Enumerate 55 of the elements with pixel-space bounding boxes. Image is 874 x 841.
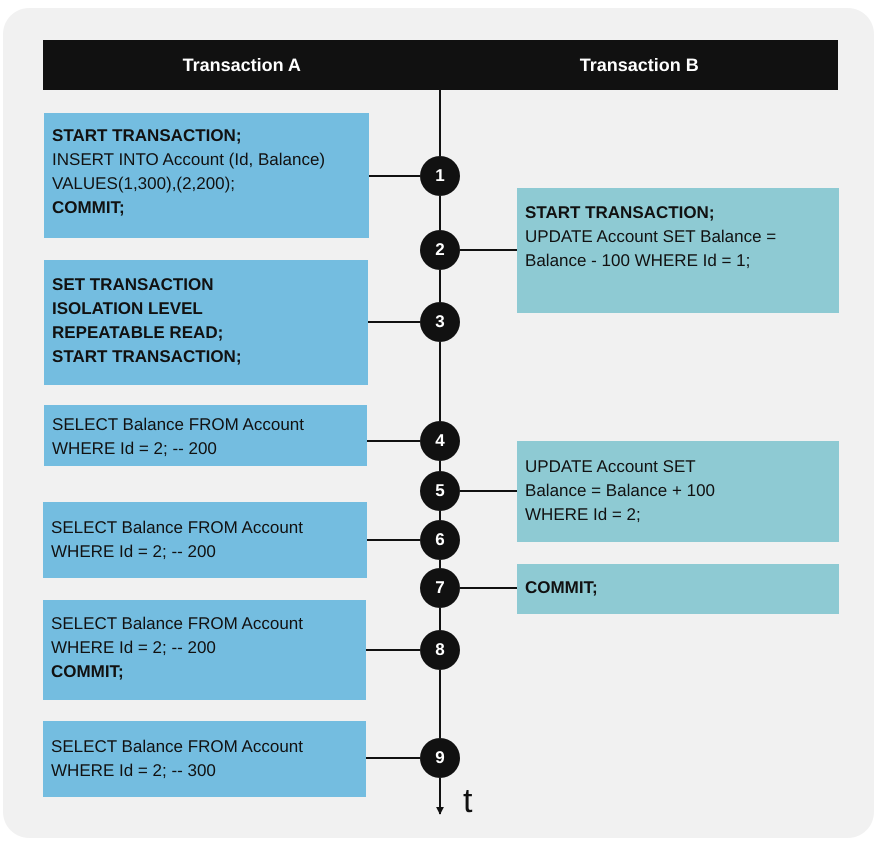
timeline-segment (439, 461, 441, 471)
connector-line (460, 249, 517, 251)
connector-line (460, 587, 517, 589)
step-number: 9 (435, 748, 445, 768)
connector-line (367, 440, 420, 442)
sql-box (517, 188, 839, 313)
connector-line (368, 321, 420, 323)
connector-line (366, 649, 420, 651)
timeline-segment (436, 778, 444, 815)
step-number: 2 (435, 240, 445, 260)
column-heading: Transaction B (578, 54, 700, 77)
connector-line (366, 757, 420, 759)
sql-box (517, 441, 839, 542)
sql-statement: SELECT Balance FROM Account WHERE Id = 2; -- 300 (51, 736, 304, 782)
step-number: 8 (435, 640, 445, 660)
step-number: 6 (435, 530, 445, 550)
step-number: 1 (435, 166, 445, 186)
sql-statement: UPDATE Account SET Balance = Balance - 100 WHERE Id = 1; (525, 226, 778, 272)
sql-statement: START TRANSACTION; (52, 346, 242, 368)
sql-statement: COMMIT; (51, 661, 125, 683)
sql-statement: SELECT Balance FROM Account WHERE Id = 2; -- 200 (51, 517, 304, 563)
timeline-segment (439, 342, 441, 421)
sql-statement: INSERT INTO Account (Id, Balance) VALUES(1,300),(2,200); (52, 149, 326, 195)
sql-statement: SET TRANSACTION ISOLATION LEVEL REPEATABLE READ; (52, 274, 224, 344)
sql-statement: START TRANSACTION; (52, 125, 242, 147)
sql-statement: SELECT Balance FROM Account WHERE Id = 2; -- 200 (52, 414, 305, 460)
sql-box (43, 600, 366, 700)
sql-box (44, 260, 368, 385)
timeline-segment (439, 560, 441, 568)
connector-line (367, 539, 420, 541)
step-number: 7 (435, 578, 445, 598)
sql-box (44, 405, 367, 466)
timeline-segment (439, 608, 441, 630)
sql-box (43, 721, 366, 797)
timeline-segment (439, 511, 441, 520)
sql-statement: SELECT Balance FROM Account WHERE Id = 2; -- 200 (51, 613, 304, 659)
timeline-segment (439, 670, 441, 738)
step-number: 3 (435, 312, 445, 332)
timeline-segment (439, 90, 441, 156)
sql-statement: COMMIT; (52, 197, 126, 219)
sql-statement: COMMIT; (525, 577, 599, 599)
connector-line (460, 490, 517, 492)
sql-box (44, 113, 369, 238)
sql-box (43, 502, 367, 578)
step-number: 5 (435, 481, 445, 501)
sql-statement: UPDATE Account SET Balance = Balance + 100 WHERE Id = 2; (525, 456, 716, 526)
sql-box (517, 564, 839, 614)
sql-statement: START TRANSACTION; (525, 202, 716, 224)
column-heading: Transaction A (182, 54, 302, 77)
connector-line (369, 175, 420, 177)
step-number: 4 (435, 431, 445, 451)
time-axis-label: t (463, 784, 472, 818)
header-bar (43, 40, 838, 90)
timeline-segment (439, 270, 441, 302)
timeline-segment (439, 196, 441, 230)
